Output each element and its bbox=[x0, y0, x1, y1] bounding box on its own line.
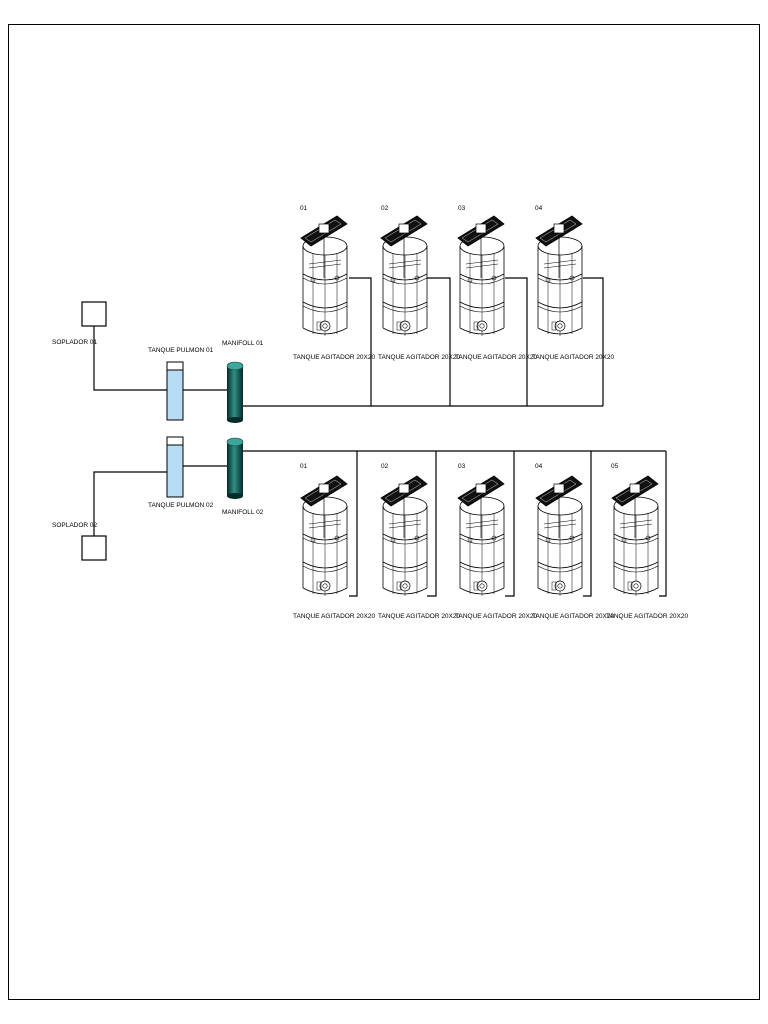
tank-row2-01: 01 TANQUE AGITADOR 20X20 bbox=[293, 463, 376, 620]
tank-row1-01: 01 TANQUE AGITADOR 20X20 bbox=[293, 205, 376, 361]
soplador-02-label: SOPLADOR 02 bbox=[52, 522, 98, 529]
tank-row1-04-label: TANQUE AGITADOR 20X20 bbox=[532, 354, 615, 361]
tank-row2-05-number: 05 bbox=[611, 463, 619, 470]
manifoll-02-label: MANIFOLL 02 bbox=[222, 509, 264, 516]
tank-row1-01-label: TANQUE AGITADOR 20X20 bbox=[293, 354, 376, 361]
row1-drops bbox=[349, 277, 604, 406]
tank-row1-03-number: 03 bbox=[458, 205, 466, 212]
tank-row2-02-label: TANQUE AGITADOR 20X20 bbox=[378, 613, 461, 620]
pipe-soplador-02 bbox=[93, 471, 167, 536]
tank-row1-02: 02 TANQUE AGITADOR 20X20 bbox=[378, 205, 461, 361]
tank-row2-01-number: 01 bbox=[300, 463, 308, 470]
tank-row2-04-label: TANQUE AGITADOR 20X20 bbox=[532, 613, 615, 620]
pulmon-02-label: TANQUE PULMON 02 bbox=[148, 502, 214, 509]
soplador-01-box bbox=[81, 301, 107, 327]
tank-row2-05: 05 TANQUE AGITADOR 20X20 bbox=[606, 463, 689, 620]
tank-row2-02: 02 TANQUE AGITADOR 20X20 bbox=[378, 463, 461, 620]
tank-row2-01-label: TANQUE AGITADOR 20X20 bbox=[293, 613, 376, 620]
soplador-02-box bbox=[81, 535, 107, 561]
tank-row2-02-number: 02 bbox=[381, 463, 389, 470]
tank-row1-02-label: TANQUE AGITADOR 20X20 bbox=[378, 354, 461, 361]
pulmon-01-label: TANQUE PULMON 01 bbox=[148, 347, 214, 354]
tank-row1-03: 03 TANQUE AGITADOR 20X20 bbox=[455, 205, 538, 361]
tank-row2-03-label: TANQUE AGITADOR 20X20 bbox=[455, 613, 538, 620]
tank-row2-03: 03 TANQUE AGITADOR 20X20 bbox=[455, 463, 538, 620]
tank-row1-02-number: 02 bbox=[381, 205, 389, 212]
tank-row2-03-number: 03 bbox=[458, 463, 466, 470]
pulmon-01-body bbox=[166, 361, 184, 421]
tank-row1-03-label: TANQUE AGITADOR 20X20 bbox=[455, 354, 538, 361]
pulmon-02-body bbox=[166, 436, 184, 498]
soplador-01-label: SOPLADOR 01 bbox=[52, 339, 98, 346]
pipe-soplador-01 bbox=[93, 326, 167, 391]
tank-row2-04-number: 04 bbox=[535, 463, 543, 470]
manifoll-01-label: MANIFOLL 01 bbox=[222, 340, 264, 347]
tank-row2-04: 04 TANQUE AGITADOR 20X20 bbox=[532, 463, 615, 620]
tank-row2-05-label: TANQUE AGITADOR 20X20 bbox=[606, 613, 689, 620]
manifoll-02-vessel bbox=[226, 437, 244, 499]
tank-row1-01-number: 01 bbox=[300, 205, 308, 212]
manifoll-01-vessel bbox=[226, 361, 244, 423]
tank-row1-04: 04 TANQUE AGITADOR 20X20 bbox=[532, 205, 615, 361]
row2-drops bbox=[349, 451, 667, 597]
tank-row1-04-number: 04 bbox=[535, 205, 543, 212]
